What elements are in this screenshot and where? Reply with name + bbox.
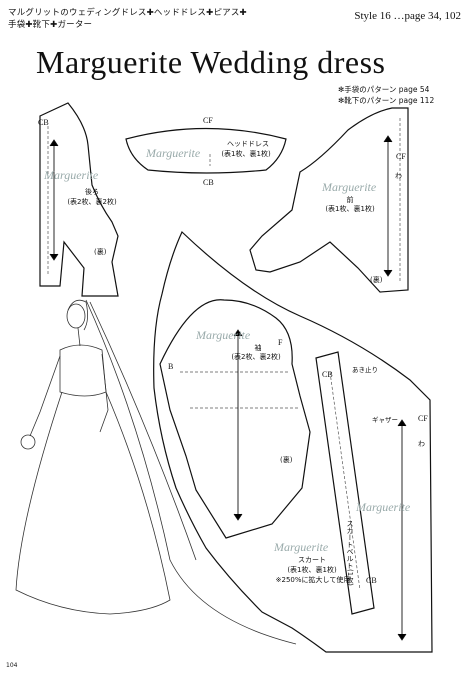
- headdress-watermark: Marguerite: [146, 146, 201, 160]
- skirt-wa-label: わ: [418, 440, 425, 448]
- pattern-references: ✻手袋のパターン page 54 ✻靴下のパターン page 112: [338, 84, 434, 106]
- skirt-opening-label: あき止り: [352, 366, 378, 374]
- ref-socks: ✻靴下のパターン page 112: [338, 96, 435, 105]
- back-name: 後ろ: [85, 188, 99, 196]
- back-watermark: Marguerite: [44, 168, 99, 182]
- belt-name: スカートベルト(1枚): [346, 520, 354, 586]
- skirt-enlarge-note: ※250%に拡大して使用: [275, 576, 351, 584]
- bride-illustration: [15, 299, 297, 645]
- headdress-cf-label: CF: [203, 116, 213, 125]
- belt-cb-label: CB: [322, 370, 333, 379]
- back-lining: (裏): [94, 248, 107, 256]
- sleeve-f-label: F: [278, 338, 283, 347]
- front-cf-label: CF: [396, 152, 406, 161]
- belt-cb2-label: CB: [366, 576, 377, 585]
- skirt-cf-label: CF: [418, 414, 428, 423]
- ref-gloves: ✻手袋のパターン page 54: [338, 85, 430, 94]
- belt-watermark: Marguerite: [356, 500, 411, 514]
- style-reference: Style 16 …page 34, 102: [354, 10, 461, 22]
- front-piece-outline: [249, 107, 409, 293]
- front-name: 前: [346, 196, 354, 204]
- skirt-name: スカート: [298, 556, 326, 564]
- sleeve-name: 袖: [254, 344, 262, 352]
- sleeve-watermark: Marguerite: [196, 328, 251, 342]
- skirt-gather-label: ギャザー: [372, 416, 398, 424]
- skirt-watermark: Marguerite: [274, 540, 329, 554]
- header-line-2: 手袋✚靴下✚ガーター: [8, 20, 93, 30]
- back-piece-outline: [39, 102, 119, 297]
- headdress-name: ヘッドドレス: [227, 140, 269, 148]
- front-watermark: Marguerite: [322, 180, 377, 194]
- page-title: Marguerite Wedding dress: [36, 44, 386, 80]
- header-japanese: マルグリットのウェディングドレス✚ヘッドドレス✚ピアス✚ 手袋✚靴下✚ガーター: [8, 7, 247, 31]
- page-number: 104: [6, 662, 18, 669]
- back-cut: (表2枚、裏2枚): [67, 198, 117, 206]
- headdress-outline: [125, 127, 287, 174]
- sleeve-outline: [159, 299, 311, 539]
- skirt-belt-outline: [315, 351, 375, 615]
- front-lining: (裏): [370, 276, 383, 284]
- skirt-cut: (表1枚、裏1枚): [287, 566, 337, 574]
- headdress-cut: (表1枚、裏1枚): [221, 150, 271, 158]
- sleeve-lining: (裏): [280, 456, 293, 464]
- front-wa-label: わ: [395, 172, 402, 180]
- skirt-outline: [153, 230, 433, 653]
- sleeve-cut: (表2枚、裏2枚): [231, 353, 281, 361]
- header-line-1: マルグリットのウェディングドレス✚ヘッドドレス✚ピアス✚: [8, 8, 247, 18]
- sleeve-b-label: B: [168, 362, 174, 371]
- front-cut: (表1枚、裏1枚): [325, 205, 375, 213]
- back-cb-label: CB: [38, 118, 49, 127]
- headdress-cb-label: CB: [203, 178, 214, 187]
